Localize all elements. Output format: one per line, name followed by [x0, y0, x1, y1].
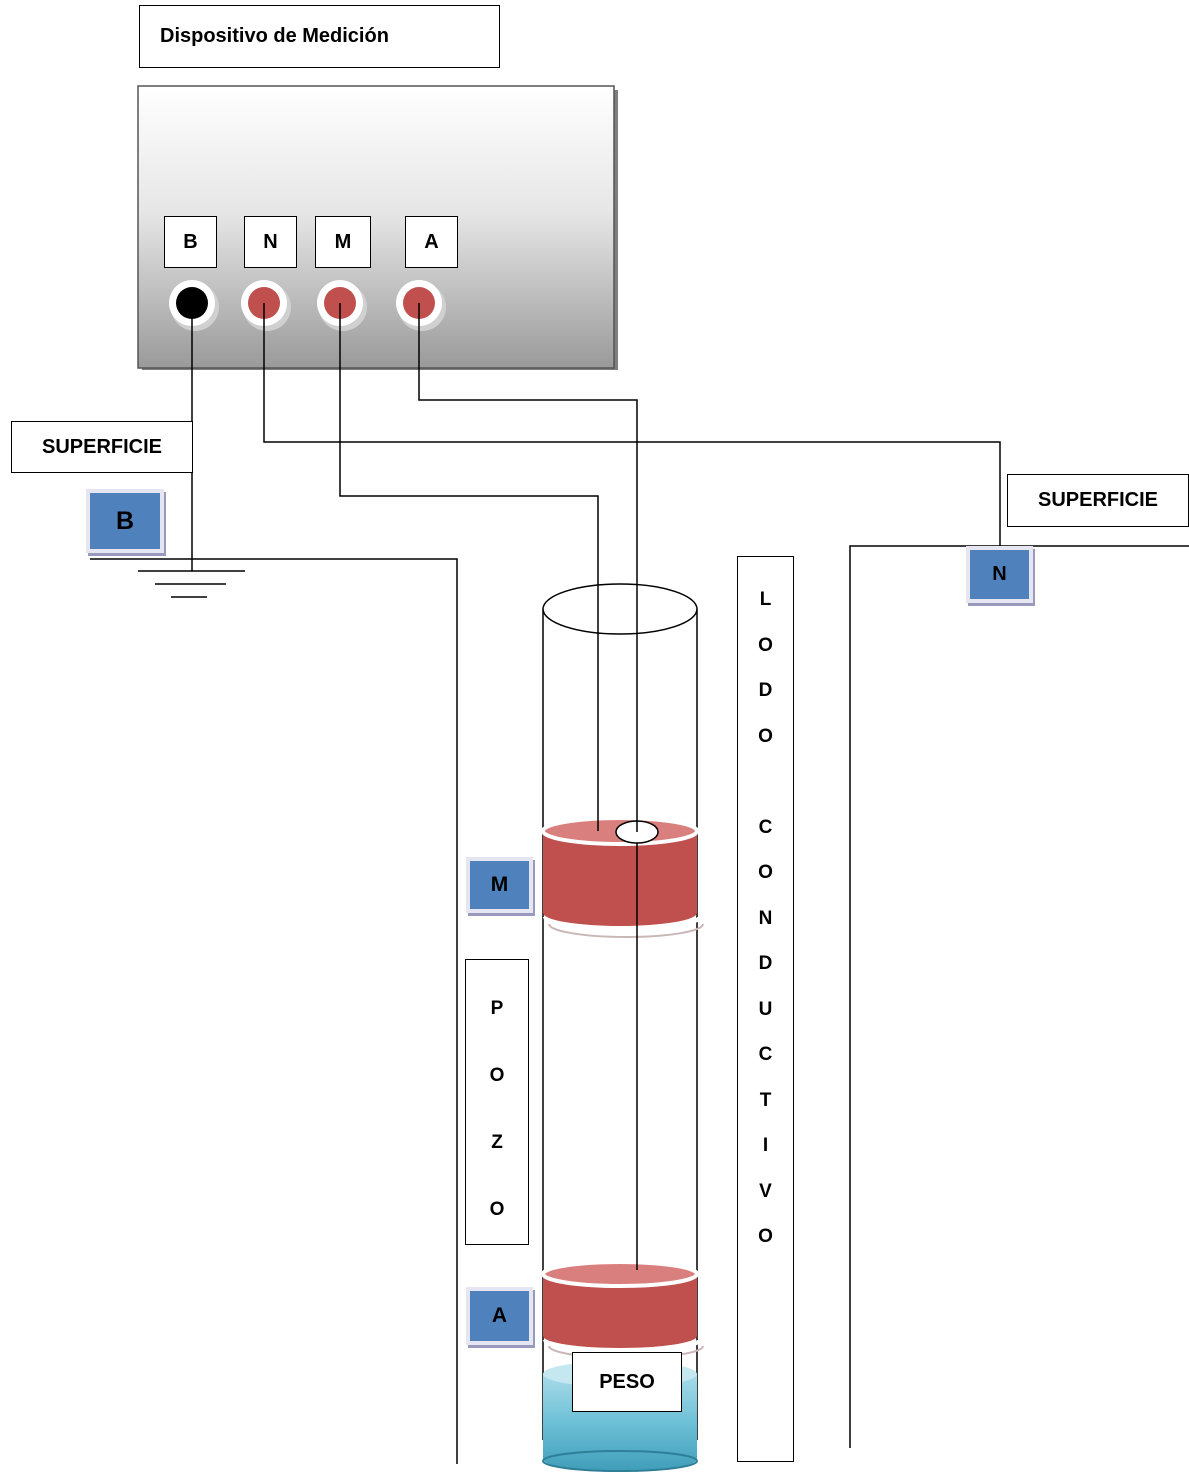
device-title: Dispositivo de Medición	[139, 5, 500, 68]
surface-label-right: SUPERFICIE	[1007, 474, 1189, 527]
wire-n	[263, 303, 1001, 548]
terminal-socket-n	[241, 280, 291, 331]
well-label: P O Z O	[465, 975, 529, 1243]
terminal-label-n: N	[244, 216, 297, 268]
electrode-a-cylinder	[541, 1260, 704, 1359]
electrode-m-cylinder	[541, 816, 704, 938]
surface-right-line	[849, 545, 1189, 1448]
terminal-label-m: M	[315, 216, 371, 268]
surface-label-left: SUPERFICIE	[11, 421, 193, 473]
well-label-text: P O Z O	[489, 998, 505, 1220]
electrode-badge-n: N	[966, 546, 1033, 603]
terminal-socket-m	[317, 280, 367, 331]
terminal-label-b: B	[164, 216, 217, 268]
mud-label-text: L O D O C O N D U C T I V O	[758, 589, 773, 1247]
weight-label: PESO	[572, 1352, 682, 1412]
well-label-box	[465, 959, 529, 1245]
wire-m	[339, 303, 599, 831]
surface-left-line	[90, 558, 458, 1464]
ground-symbol	[138, 570, 245, 598]
electrode-badge-m: M	[466, 857, 533, 913]
terminal-label-a: A	[405, 216, 458, 268]
tube-top-ellipse	[542, 583, 698, 635]
electrode-badge-b: B	[86, 489, 164, 553]
wire-a	[418, 303, 638, 832]
mud-label-box	[737, 556, 794, 1462]
device-panel	[137, 85, 615, 369]
electrode-badge-a: A	[466, 1287, 533, 1345]
mud-label: L O D O C O N D U C T I V O	[737, 577, 794, 1260]
